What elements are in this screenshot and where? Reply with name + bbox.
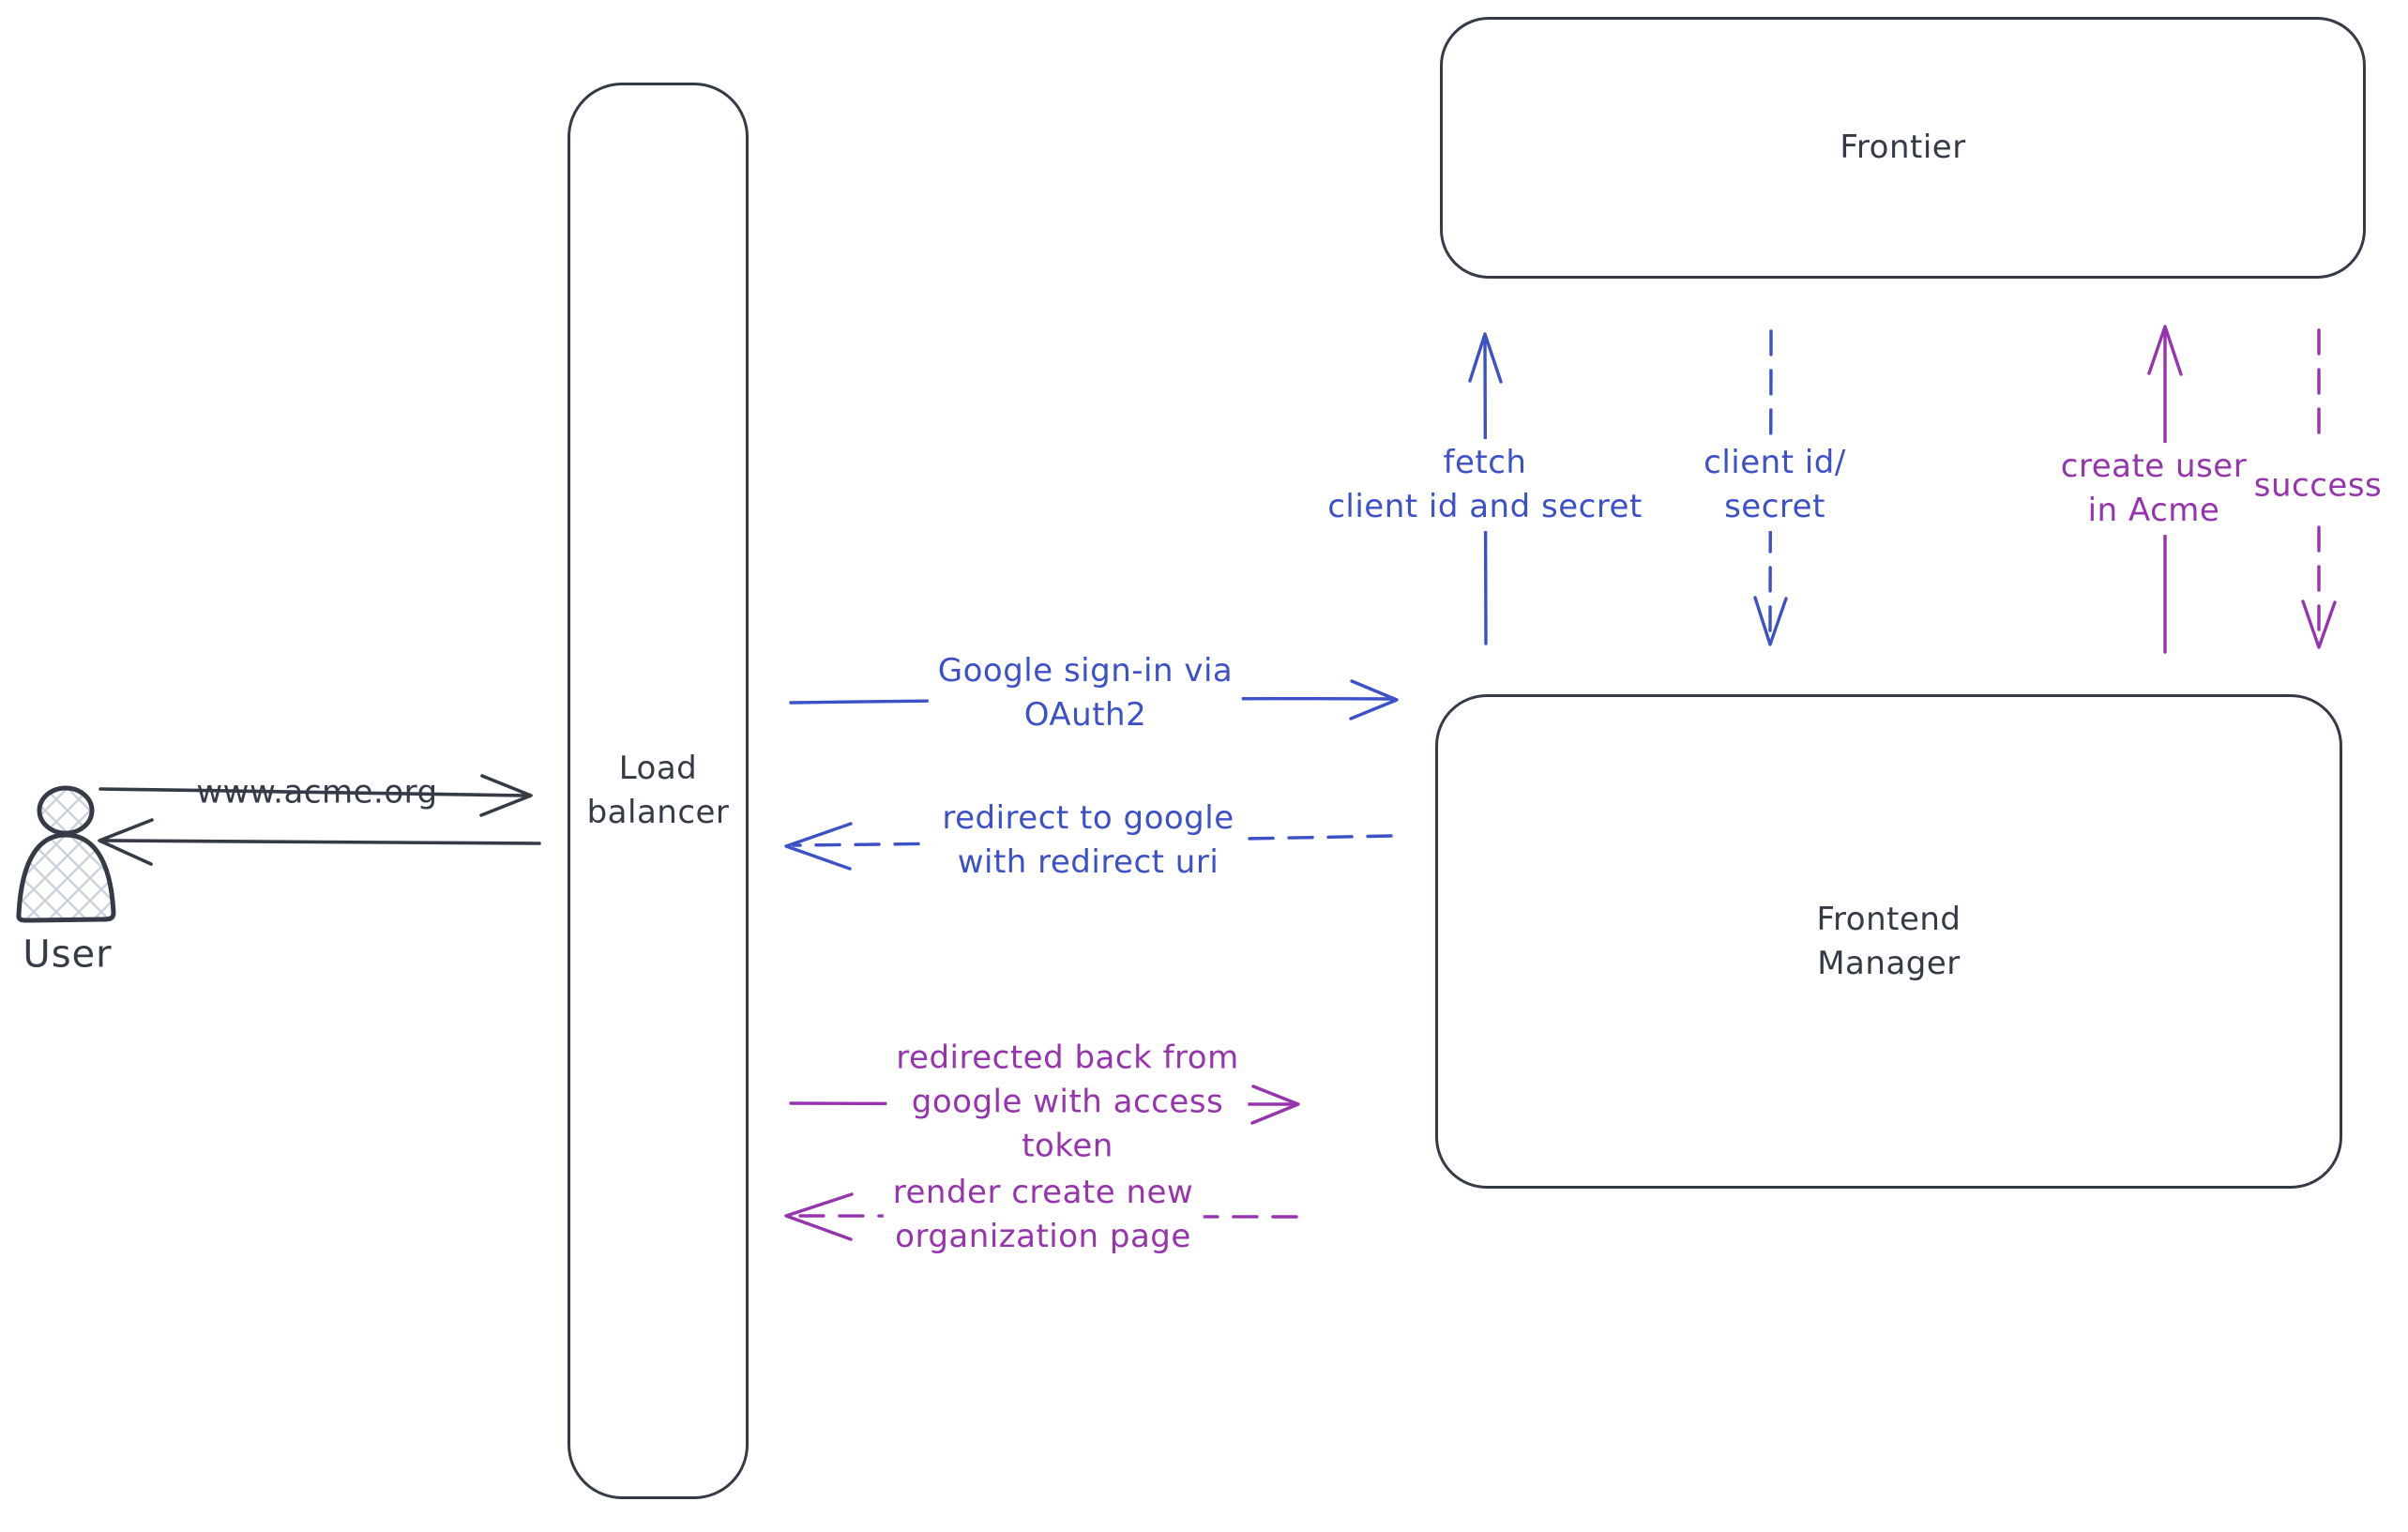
user-head [37,785,95,836]
frontier-box[interactable]: Frontier [1440,17,2366,279]
frontend-manager-box[interactable]: Frontend Manager [1435,694,2342,1189]
edge-label-create-user: create user in Acme [2051,443,2257,535]
load-balancer-label: Load balancer [586,750,730,831]
edge-label-redirect-to-google: redirect to google with redirect uri [932,795,1244,887]
edge-label-fetch-client-id: fetch client id and secret [1318,439,1652,531]
arrow-lb-to-user[interactable] [98,818,541,866]
frontier-label: Frontier [1840,129,1966,167]
edge-label-www-acme-org: www.acme.org [196,773,438,812]
edge-label-google-signin: Google sign-in via OAuth2 [928,647,1243,739]
load-balancer-box[interactable]: Load balancer [568,83,749,1499]
frontend-manager-label: Frontend Manager [1816,900,1961,982]
edge-label-redirected-back: redirected back from google with access … [886,1034,1249,1171]
user-figure[interactable] [16,785,116,923]
edge-label-client-id-secret: client id/ secret [1694,439,1855,531]
edge-label-success: success [2253,466,2383,505]
user-label: User [23,933,113,977]
edge-label-render-create-org: render create new organization page [883,1169,1204,1261]
user-body [16,832,116,923]
